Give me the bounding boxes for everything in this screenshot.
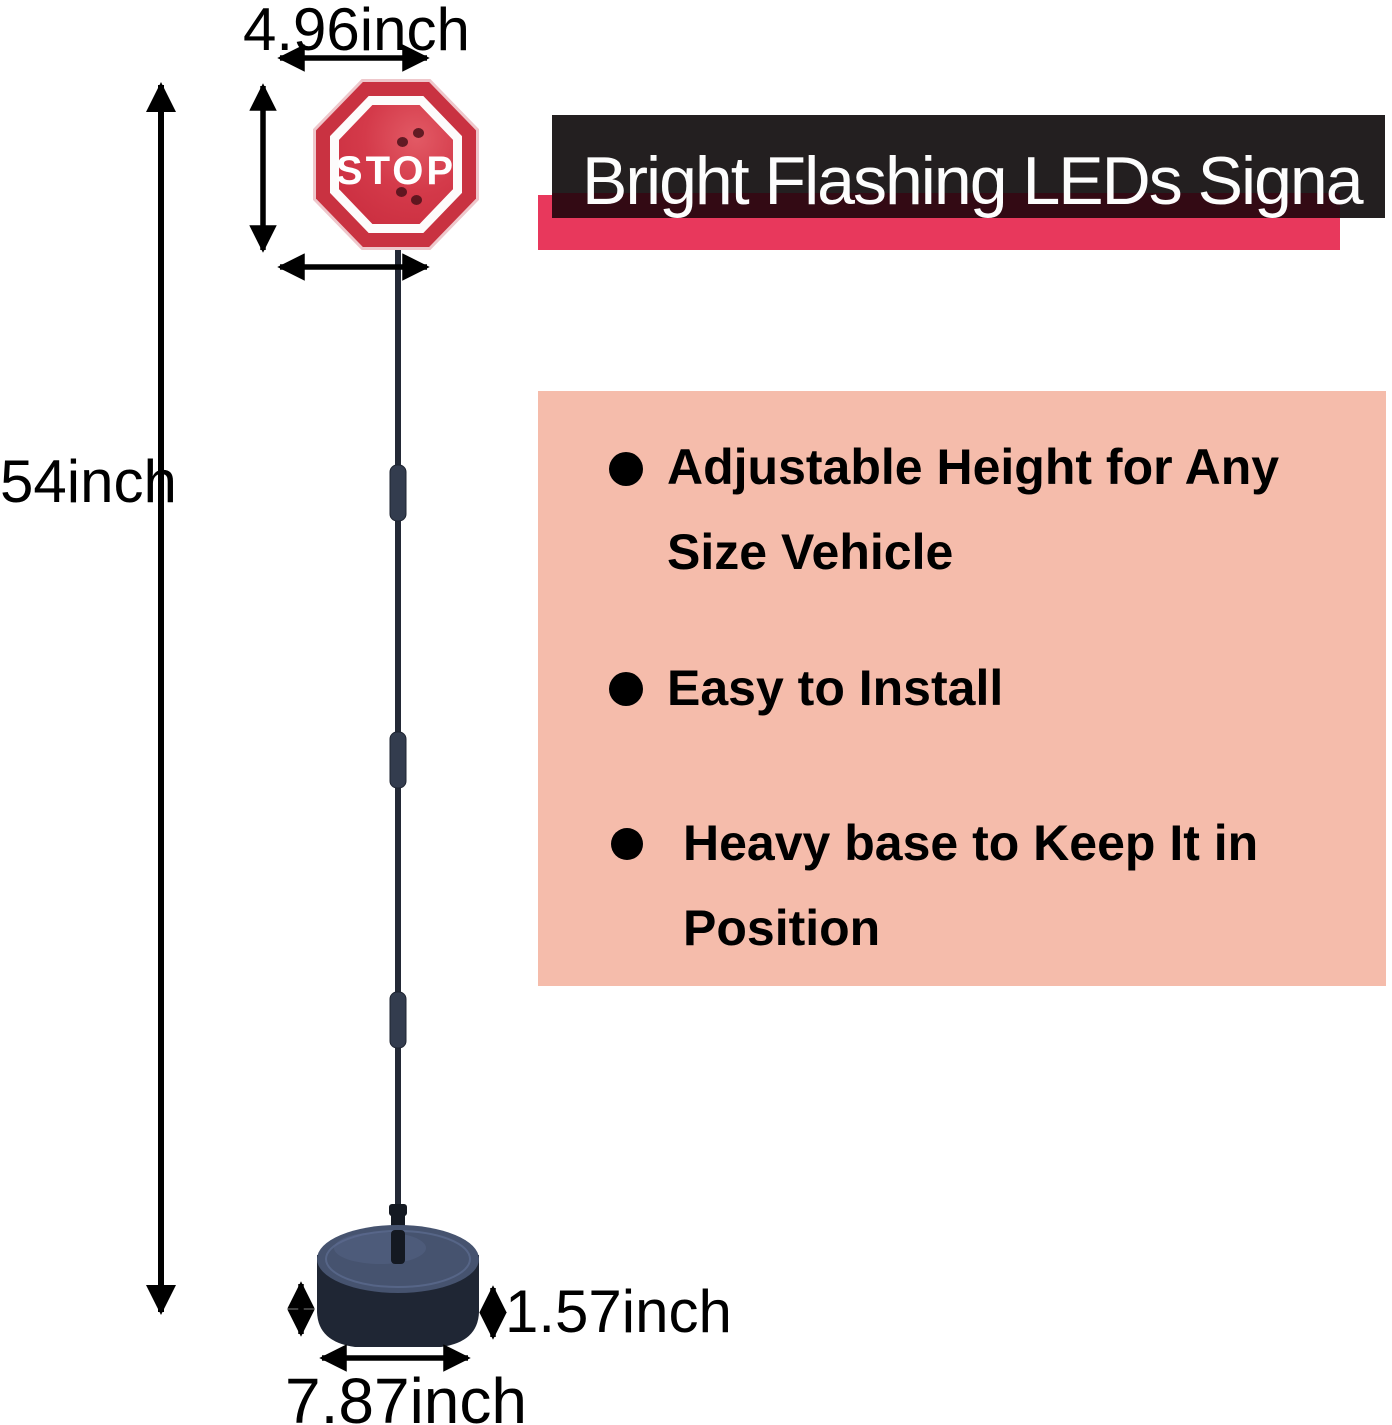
bullet-icon — [611, 828, 643, 860]
dimension-label-base-width: 7.87inch — [285, 1365, 527, 1425]
bullet-icon — [609, 672, 643, 706]
feature-item-text: Heavy base to Keep It in — [683, 815, 1259, 871]
title-banner: Bright Flashing LEDs Signa — [552, 115, 1385, 218]
page-title: Bright Flashing LEDs Signa — [582, 143, 1364, 219]
dimension-label-total-height: 54inch — [0, 448, 177, 515]
feature-item-text: Size Vehicle — [667, 524, 954, 580]
dimension-arrows — [146, 44, 507, 1372]
led-dot-icon — [396, 187, 407, 197]
dimension-label-sign-width: 4.96inch — [243, 0, 470, 63]
stop-sign-label: STOP — [335, 148, 457, 193]
pole-connector — [389, 731, 407, 789]
led-dot-icon — [397, 137, 408, 147]
features-panel: Adjustable Height for Any Size Vehicle E… — [538, 391, 1386, 986]
feature-item-text: Easy to Install — [667, 660, 1004, 716]
pole-connector — [389, 991, 407, 1049]
sign-face — [339, 105, 453, 224]
title-banner-overlap — [552, 193, 1340, 218]
led-dot-icon — [411, 195, 422, 205]
stop-sign: STOP — [313, 79, 479, 250]
bullet-icon — [609, 452, 643, 486]
pole — [389, 248, 407, 1264]
feature-item-text: Position — [683, 900, 881, 956]
pole-connector — [389, 464, 407, 522]
dimension-label-base-height: 1.57inch — [505, 1278, 732, 1345]
led-dot-icon — [413, 128, 424, 138]
feature-item-text: Adjustable Height for Any — [667, 439, 1280, 495]
base — [317, 1225, 479, 1347]
